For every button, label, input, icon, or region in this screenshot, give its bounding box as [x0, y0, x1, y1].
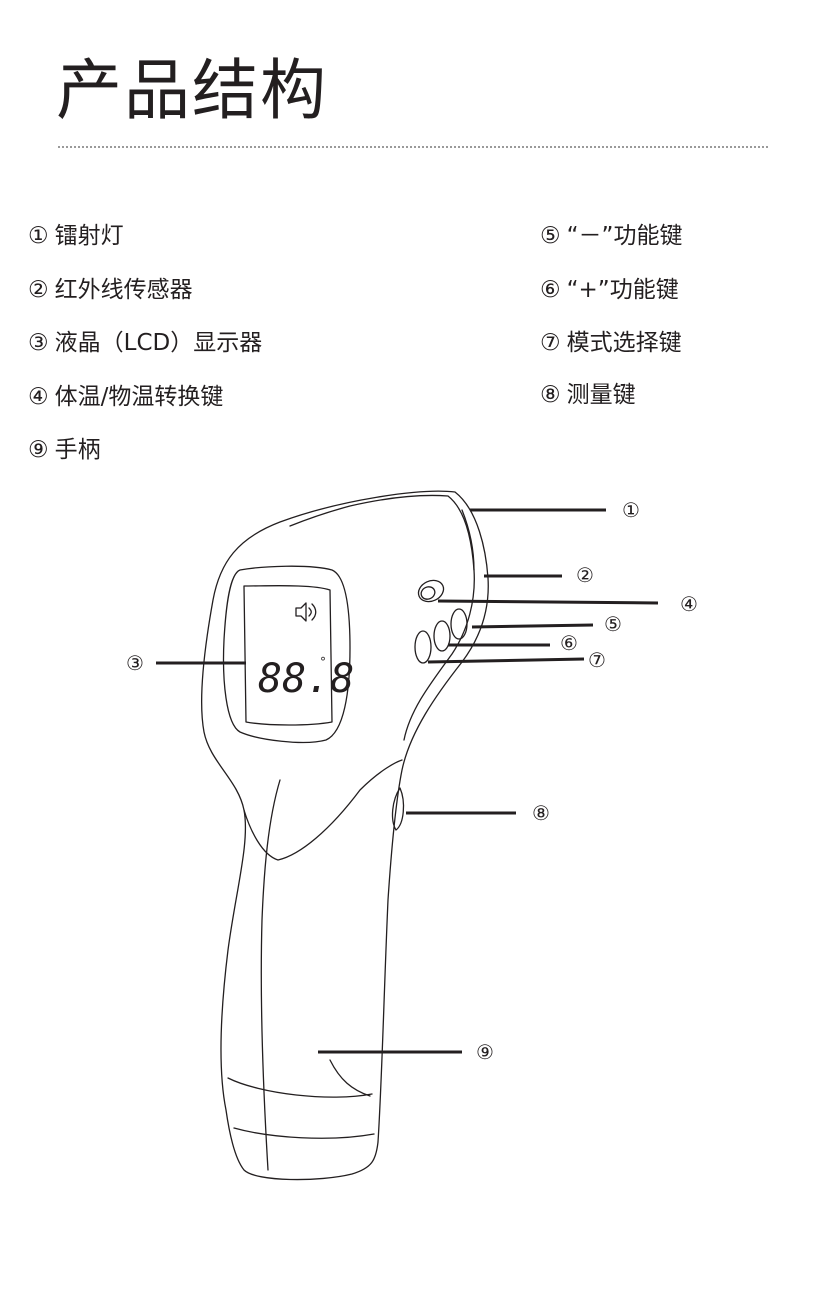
legend-label: “－”功能键 — [566, 223, 683, 249]
legend-label: 测量键 — [566, 382, 636, 408]
callout-1: ① — [622, 498, 640, 522]
thermometer-body-outline — [200, 490, 489, 1181]
callout-9: ⑨ — [476, 1040, 494, 1064]
thermometer-neck-curve — [243, 759, 403, 861]
legend-number: ⑥ — [540, 277, 561, 303]
page-title: 产品结构 — [56, 52, 328, 129]
nose-detail — [461, 509, 475, 571]
display-bezel — [222, 565, 351, 744]
thermometer-inner-trim — [289, 494, 475, 741]
legend-item-minus-key: ⑤“－”功能键 — [540, 225, 682, 248]
thermometer-drawing: 88.8 ° ① ② ④ ⑤ ⑥ ⑦ ③ ⑧ ⑨ — [126, 490, 698, 1181]
legend-label: 液晶（LCD）显示器 — [54, 330, 263, 356]
thermometer-handle-seam — [260, 779, 281, 1171]
legend-label: 体温/物温转换键 — [54, 384, 224, 410]
callout-3: ③ — [126, 651, 144, 675]
callout-7: ⑦ — [588, 648, 606, 672]
degree-mark: ° — [320, 655, 326, 669]
mode-select-key — [414, 630, 432, 664]
callout-2: ② — [576, 563, 594, 587]
legend-item-plus-key: ⑥“+”功能键 — [540, 279, 679, 302]
temp-mode-switch — [417, 579, 445, 603]
title-divider — [58, 146, 768, 148]
measure-trigger — [391, 787, 405, 831]
legend-number: ③ — [28, 330, 49, 356]
callout-4: ④ — [680, 592, 698, 616]
callout-5: ⑤ — [604, 612, 622, 636]
legend-label: 手柄 — [54, 437, 101, 463]
legend-number: ⑨ — [28, 437, 49, 463]
legend-label: 模式选择键 — [566, 330, 682, 356]
thermometer-diagram: 88.8 ° ① ② ④ ⑤ ⑥ ⑦ ③ ⑧ ⑨ — [0, 470, 827, 1210]
legend-number: ① — [28, 223, 49, 249]
legend-label: 镭射灯 — [54, 223, 124, 249]
minus-key — [450, 608, 468, 640]
callout-8: ⑧ — [532, 801, 550, 825]
legend-label: “+”功能键 — [566, 277, 679, 303]
display-window — [243, 585, 333, 726]
legend-number: ⑦ — [540, 330, 561, 356]
legend-number: ⑧ — [540, 382, 561, 408]
legend-label: 红外线传感器 — [54, 277, 193, 303]
callout-6: ⑥ — [560, 631, 578, 655]
legend-number: ② — [28, 277, 49, 303]
legend-number: ④ — [28, 384, 49, 410]
legend-number: ⑤ — [540, 223, 561, 249]
plus-key — [433, 620, 451, 652]
lcd-reading: 88.8 — [258, 656, 354, 702]
